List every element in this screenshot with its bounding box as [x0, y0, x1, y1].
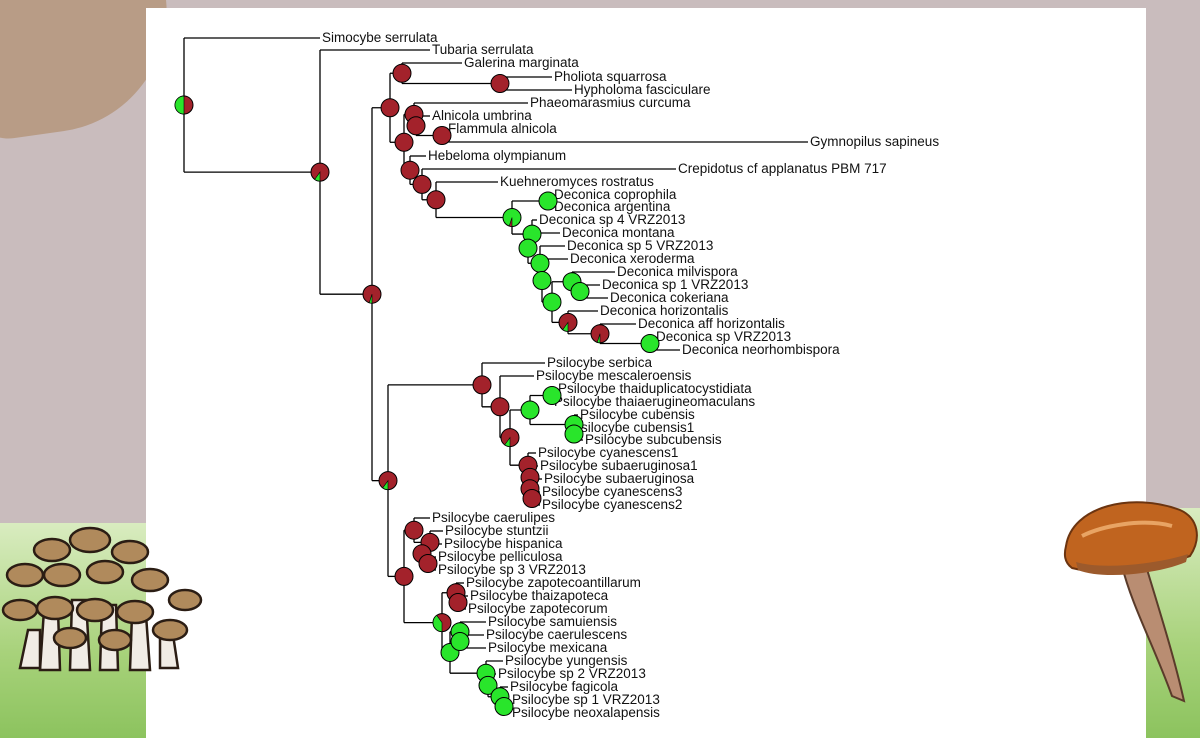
ancestral-state-pie [520, 400, 540, 420]
ancestral-state-pie [532, 271, 552, 291]
tip-label: Deconica aff horizontalis [638, 316, 785, 331]
ancestral-state-pie [426, 190, 446, 210]
tip-label: Psilocybe thaizapoteca [470, 588, 609, 603]
ancestral-state-pie [394, 132, 414, 152]
tip-label: Psilocybe caerulipes [432, 510, 555, 525]
tip-label: Flammula alnicola [448, 121, 557, 136]
tip-label: Deconica coprophila [554, 187, 677, 202]
tip-label: Deconica milvispora [617, 264, 738, 279]
ancestral-state-pie [404, 520, 424, 540]
tip-label: Deconica cokeriana [610, 290, 729, 305]
single-mushroom-illustration [1063, 501, 1198, 703]
tip-label: Psilocybe cyanescens2 [542, 497, 682, 512]
tip-label: Psilocybe subaeruginosa [544, 471, 695, 486]
tip-label: Psilocybe sp 3 VRZ2013 [438, 562, 586, 577]
tip-label: Psilocybe samuiensis [488, 614, 617, 629]
ancestral-state-pie [538, 191, 558, 211]
tip-label: Psilocybe cyanescens3 [542, 484, 682, 499]
ancestral-state-pie [432, 613, 452, 633]
tip-label: Psilocybe neoxalapensis [512, 705, 660, 720]
ancestral-state-pie [564, 424, 584, 444]
ancestral-state-pie [448, 593, 468, 612]
tip-label: Alnicola umbrina [432, 108, 532, 123]
ancestral-state-pie [590, 324, 610, 344]
ancestral-state-pie [570, 282, 590, 301]
tip-label: Psilocybe thaiduplicatocystidiata [558, 381, 752, 396]
tip-label: Psilocybe sp 2 VRZ2013 [498, 666, 646, 681]
ancestral-state-pie [500, 428, 520, 448]
ancestral-state-pie [530, 253, 550, 273]
ancestral-state-pie [490, 397, 510, 417]
tip-label: Psilocybe caerulescens [486, 627, 627, 642]
ancestral-state-pie [380, 98, 400, 118]
ancestral-state-pie [432, 126, 452, 145]
ancestral-state-pie [392, 63, 412, 83]
tip-label: Psilocybe subcubensis [585, 432, 722, 447]
ancestral-state-pie [494, 697, 514, 716]
ancestral-state-pie [412, 174, 432, 194]
tip-label: Simocybe serrulata [322, 30, 438, 45]
ancestral-state-pie [522, 489, 542, 508]
ancestral-state-pie [640, 334, 660, 353]
tip-label: Hypholoma fasciculare [574, 82, 711, 97]
tip-label: Deconica montana [562, 225, 675, 240]
ancestral-state-pie [362, 284, 382, 304]
tip-label: Psilocybe mexicana [488, 640, 608, 655]
ancestral-state-pie [518, 238, 538, 258]
tip-label: Psilocybe mescaleroensis [536, 368, 692, 383]
tip-label: Hebeloma olympianum [428, 148, 566, 163]
tip-label: Deconica argentina [554, 199, 671, 214]
tip-label: Phaeomarasmius curcuma [530, 95, 691, 110]
ancestral-state-pie [174, 95, 194, 115]
ancestral-state-pie [490, 74, 510, 93]
tip-label: Psilocybe thaiaerugineomaculans [554, 394, 755, 409]
tip-label: Psilocybe zapotecorum [468, 601, 608, 616]
tip-label: Gymnopilus sapineus [810, 134, 939, 149]
tip-label: Deconica neorhombispora [682, 342, 840, 357]
tip-label: Galerina marginata [464, 55, 579, 70]
ancestral-state-pie [542, 386, 562, 405]
mushroom-cluster-illustration [1, 526, 203, 672]
tip-label: Psilocybe cyanescens1 [538, 445, 678, 460]
ancestral-state-pie [502, 208, 522, 228]
ancestral-state-pie [558, 312, 578, 332]
tip-label: Psilocybe yungensis [505, 653, 628, 668]
ancestral-state-pie [472, 375, 492, 395]
ancestral-state-pie [418, 554, 438, 573]
ancestral-state-pie [542, 292, 562, 312]
tip-label: Deconica sp 4 VRZ2013 [539, 212, 685, 227]
tip-label: Psilocybe pelliculosa [438, 549, 563, 564]
tip-label: Psilocybe cubensis [580, 407, 695, 422]
tip-label: Psilocybe fagicola [510, 679, 619, 694]
ancestral-state-pie [478, 675, 498, 695]
tip-label: Pholiota squarrosa [554, 69, 667, 84]
ancestral-state-pie [378, 471, 398, 491]
tip-label: Psilocybe subaeruginosa1 [540, 458, 698, 473]
ancestral-state-pie [400, 160, 420, 180]
ancestral-state-pie [310, 162, 330, 182]
tip-label: Deconica sp VRZ2013 [656, 329, 791, 344]
tip-label: Psilocybe serbica [547, 355, 653, 370]
ancestral-state-pie [394, 566, 414, 586]
tip-label: Psilocybe zapotecoantillarum [466, 575, 641, 590]
ancestral-state-pie [450, 632, 470, 651]
tip-label: Kuehneromyces rostratus [500, 174, 654, 189]
tip-label: Deconica horizontalis [600, 303, 729, 318]
tip-label: Deconica sp 1 VRZ2013 [602, 277, 748, 292]
ancestral-state-pie [406, 116, 426, 136]
tip-label: Deconica xeroderma [570, 251, 695, 266]
tip-label: Psilocybe stuntzii [445, 523, 549, 538]
tip-label: Psilocybe sp 1 VRZ2013 [512, 692, 660, 707]
tip-label: Crepidotus cf applanatus PBM 717 [678, 161, 887, 176]
tip-label: Psilocybe cubensis1 [572, 420, 694, 435]
tip-label: Tubaria serrulata [432, 42, 534, 57]
tip-label: Psilocybe hispanica [444, 536, 563, 551]
tip-label: Deconica sp 5 VRZ2013 [567, 238, 713, 253]
